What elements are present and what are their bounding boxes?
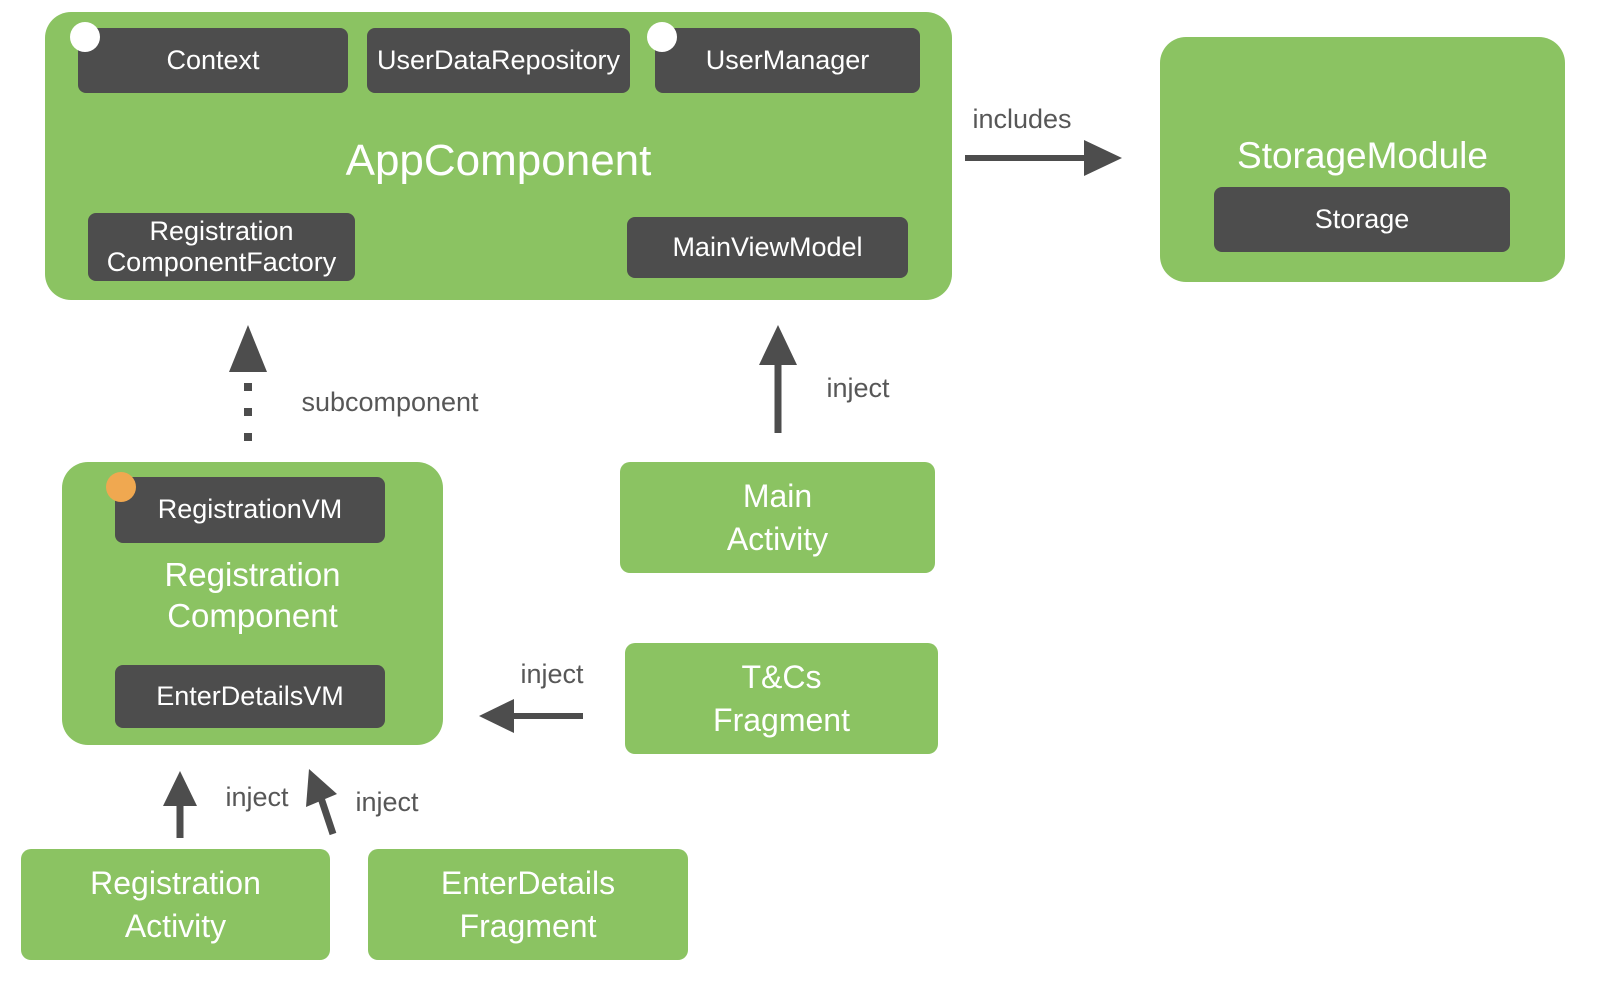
subcomponent-edge-label: subcomponent — [301, 387, 479, 417]
user-data-repository-label: UserDataRepository — [376, 44, 621, 75]
storage-module-title: StorageModule — [1237, 135, 1488, 176]
inject-registration-arrow — [163, 771, 197, 838]
inject-tcs-edge-label: inject — [520, 659, 584, 689]
main-activity-node: Main Activity — [620, 462, 935, 573]
storage-label: Storage — [1314, 203, 1410, 234]
tcs-fragment-node: T&Cs Fragment — [625, 643, 938, 754]
inject-main-edge-label: inject — [826, 373, 890, 403]
singleton-scope-dot-icon — [647, 22, 677, 52]
registration-component-factory-node: Registration ComponentFactory — [88, 213, 355, 281]
inject-registration-edge-label: inject — [225, 782, 289, 812]
app-component-node: AppComponent Context UserDataRepository … — [45, 12, 952, 300]
main-view-model-label: MainViewModel — [672, 231, 863, 262]
registration-activity-node: Registration Activity — [21, 849, 330, 960]
inject-tcs-arrow — [479, 699, 583, 733]
registration-vm-node: RegistrationVM — [115, 477, 385, 543]
activity-scope-dot-icon — [106, 472, 136, 502]
registration-component-factory-label: Registration ComponentFactory — [106, 215, 337, 277]
registration-vm-label: RegistrationVM — [157, 494, 343, 525]
context-node: Context — [78, 28, 348, 93]
context-label: Context — [166, 44, 260, 75]
enter-details-vm-label: EnterDetailsVM — [156, 680, 344, 711]
enter-details-vm-node: EnterDetailsVM — [115, 665, 385, 728]
app-component-title: AppComponent — [345, 136, 652, 185]
user-manager-node: UserManager — [655, 28, 920, 93]
enter-details-fragment-node: EnterDetails Fragment — [368, 849, 688, 960]
user-manager-label: UserManager — [705, 44, 870, 75]
subcomponent-arrow — [229, 325, 267, 441]
registration-component-node: RegistrationVM Registration Component En… — [62, 462, 443, 745]
inject-enter-details-edge-label: inject — [355, 787, 419, 817]
registration-component-title: Registration Component — [164, 556, 341, 635]
main-view-model-node: MainViewModel — [627, 217, 908, 278]
inject-enter-details-arrow — [306, 769, 337, 836]
includes-arrow — [965, 140, 1122, 176]
user-data-repository-node: UserDataRepository — [367, 28, 630, 93]
includes-edge-label: includes — [972, 104, 1072, 134]
singleton-scope-dot-icon — [70, 22, 100, 52]
storage-node: Storage — [1214, 187, 1510, 252]
inject-main-arrow — [759, 325, 797, 433]
storage-module-node: StorageModule Storage — [1160, 37, 1565, 282]
